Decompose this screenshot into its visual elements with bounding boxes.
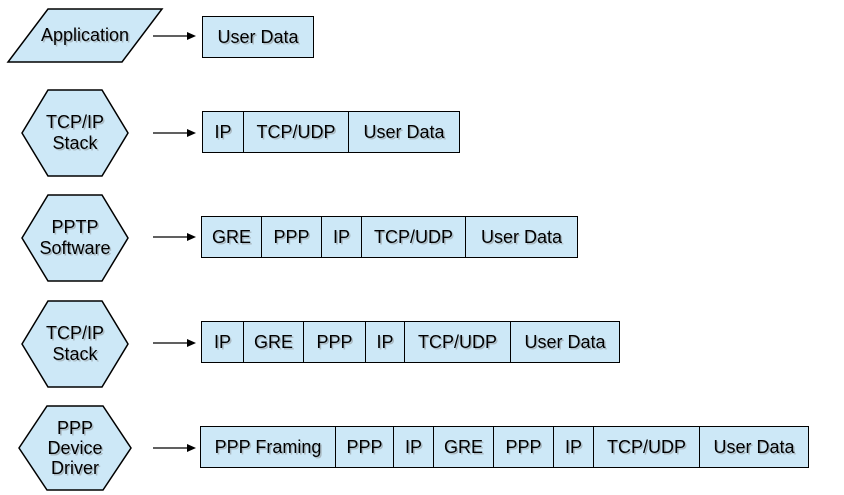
packet-cell: TCP/UDP [362, 217, 466, 257]
packet-cell: TCP/UDP [244, 112, 349, 152]
packet-cell: User Data [511, 322, 619, 362]
packet-cell: IP [366, 322, 405, 362]
packet-cell: GRE [434, 427, 494, 467]
stage-label-ppp-device-driver: PPP Device Driver [47, 418, 103, 478]
packet-stack-pptp: GRE PPP IP TCP/UDP User Data [201, 216, 578, 258]
stage-label-application: Application [40, 25, 130, 45]
flow-arrow-icon [153, 32, 196, 40]
packet-cell: IP [394, 427, 434, 467]
packet-cell: User Data [700, 427, 808, 467]
packet-cell: PPP Framing [201, 427, 336, 467]
packet-stack-ppp-driver: PPP Framing PPP IP GRE PPP IP TCP/UDP Us… [200, 426, 809, 468]
packet-cell: PPP [494, 427, 554, 467]
stage-shape-ppp-device-driver: PPP Device Driver [18, 405, 132, 491]
packet-cell: IP [203, 112, 244, 152]
parallelogram-shape [6, 8, 164, 63]
flow-arrow-icon [153, 339, 196, 347]
stage-shape-pptp-software: PPTP Software [21, 194, 129, 282]
hexagon-shape [18, 405, 132, 491]
packet-stack-tcpip-2: IP GRE PPP IP TCP/UDP User Data [201, 321, 620, 363]
packet-cell: IP [322, 217, 362, 257]
flow-arrow-icon [153, 444, 196, 452]
packet-cell: IP [202, 322, 244, 362]
stage-label-pptp-software: PPTP Software [39, 217, 111, 258]
stage-shape-tcpip-stack-1: TCP/IP Stack [21, 89, 129, 177]
packet-cell: TCP/UDP [405, 322, 511, 362]
stage-label-tcpip-stack-1: TCP/IP Stack [45, 112, 104, 153]
hexagon-shape [21, 194, 129, 282]
hexagon-shape [21, 89, 129, 177]
packet-cell: TCP/UDP [594, 427, 700, 467]
stage-shape-application: Application [6, 8, 164, 63]
packet-cell: GRE [244, 322, 304, 362]
flow-arrow-icon [153, 233, 196, 241]
packet-cell: User Data [203, 17, 313, 57]
packet-cell: PPP [304, 322, 366, 362]
packet-stack-application: User Data [202, 16, 314, 58]
packet-cell: PPP [262, 217, 322, 257]
packet-cell: GRE [202, 217, 262, 257]
stage-shape-tcpip-stack-2: TCP/IP Stack [21, 300, 129, 388]
packet-cell: User Data [349, 112, 459, 152]
flow-arrow-icon [153, 129, 196, 137]
packet-stack-tcpip-1: IP TCP/UDP User Data [202, 111, 460, 153]
packet-cell: User Data [466, 217, 577, 257]
packet-cell: PPP [336, 427, 394, 467]
stage-label-tcpip-stack-2: TCP/IP Stack [45, 323, 104, 364]
packet-cell: IP [554, 427, 594, 467]
hexagon-shape [21, 300, 129, 388]
